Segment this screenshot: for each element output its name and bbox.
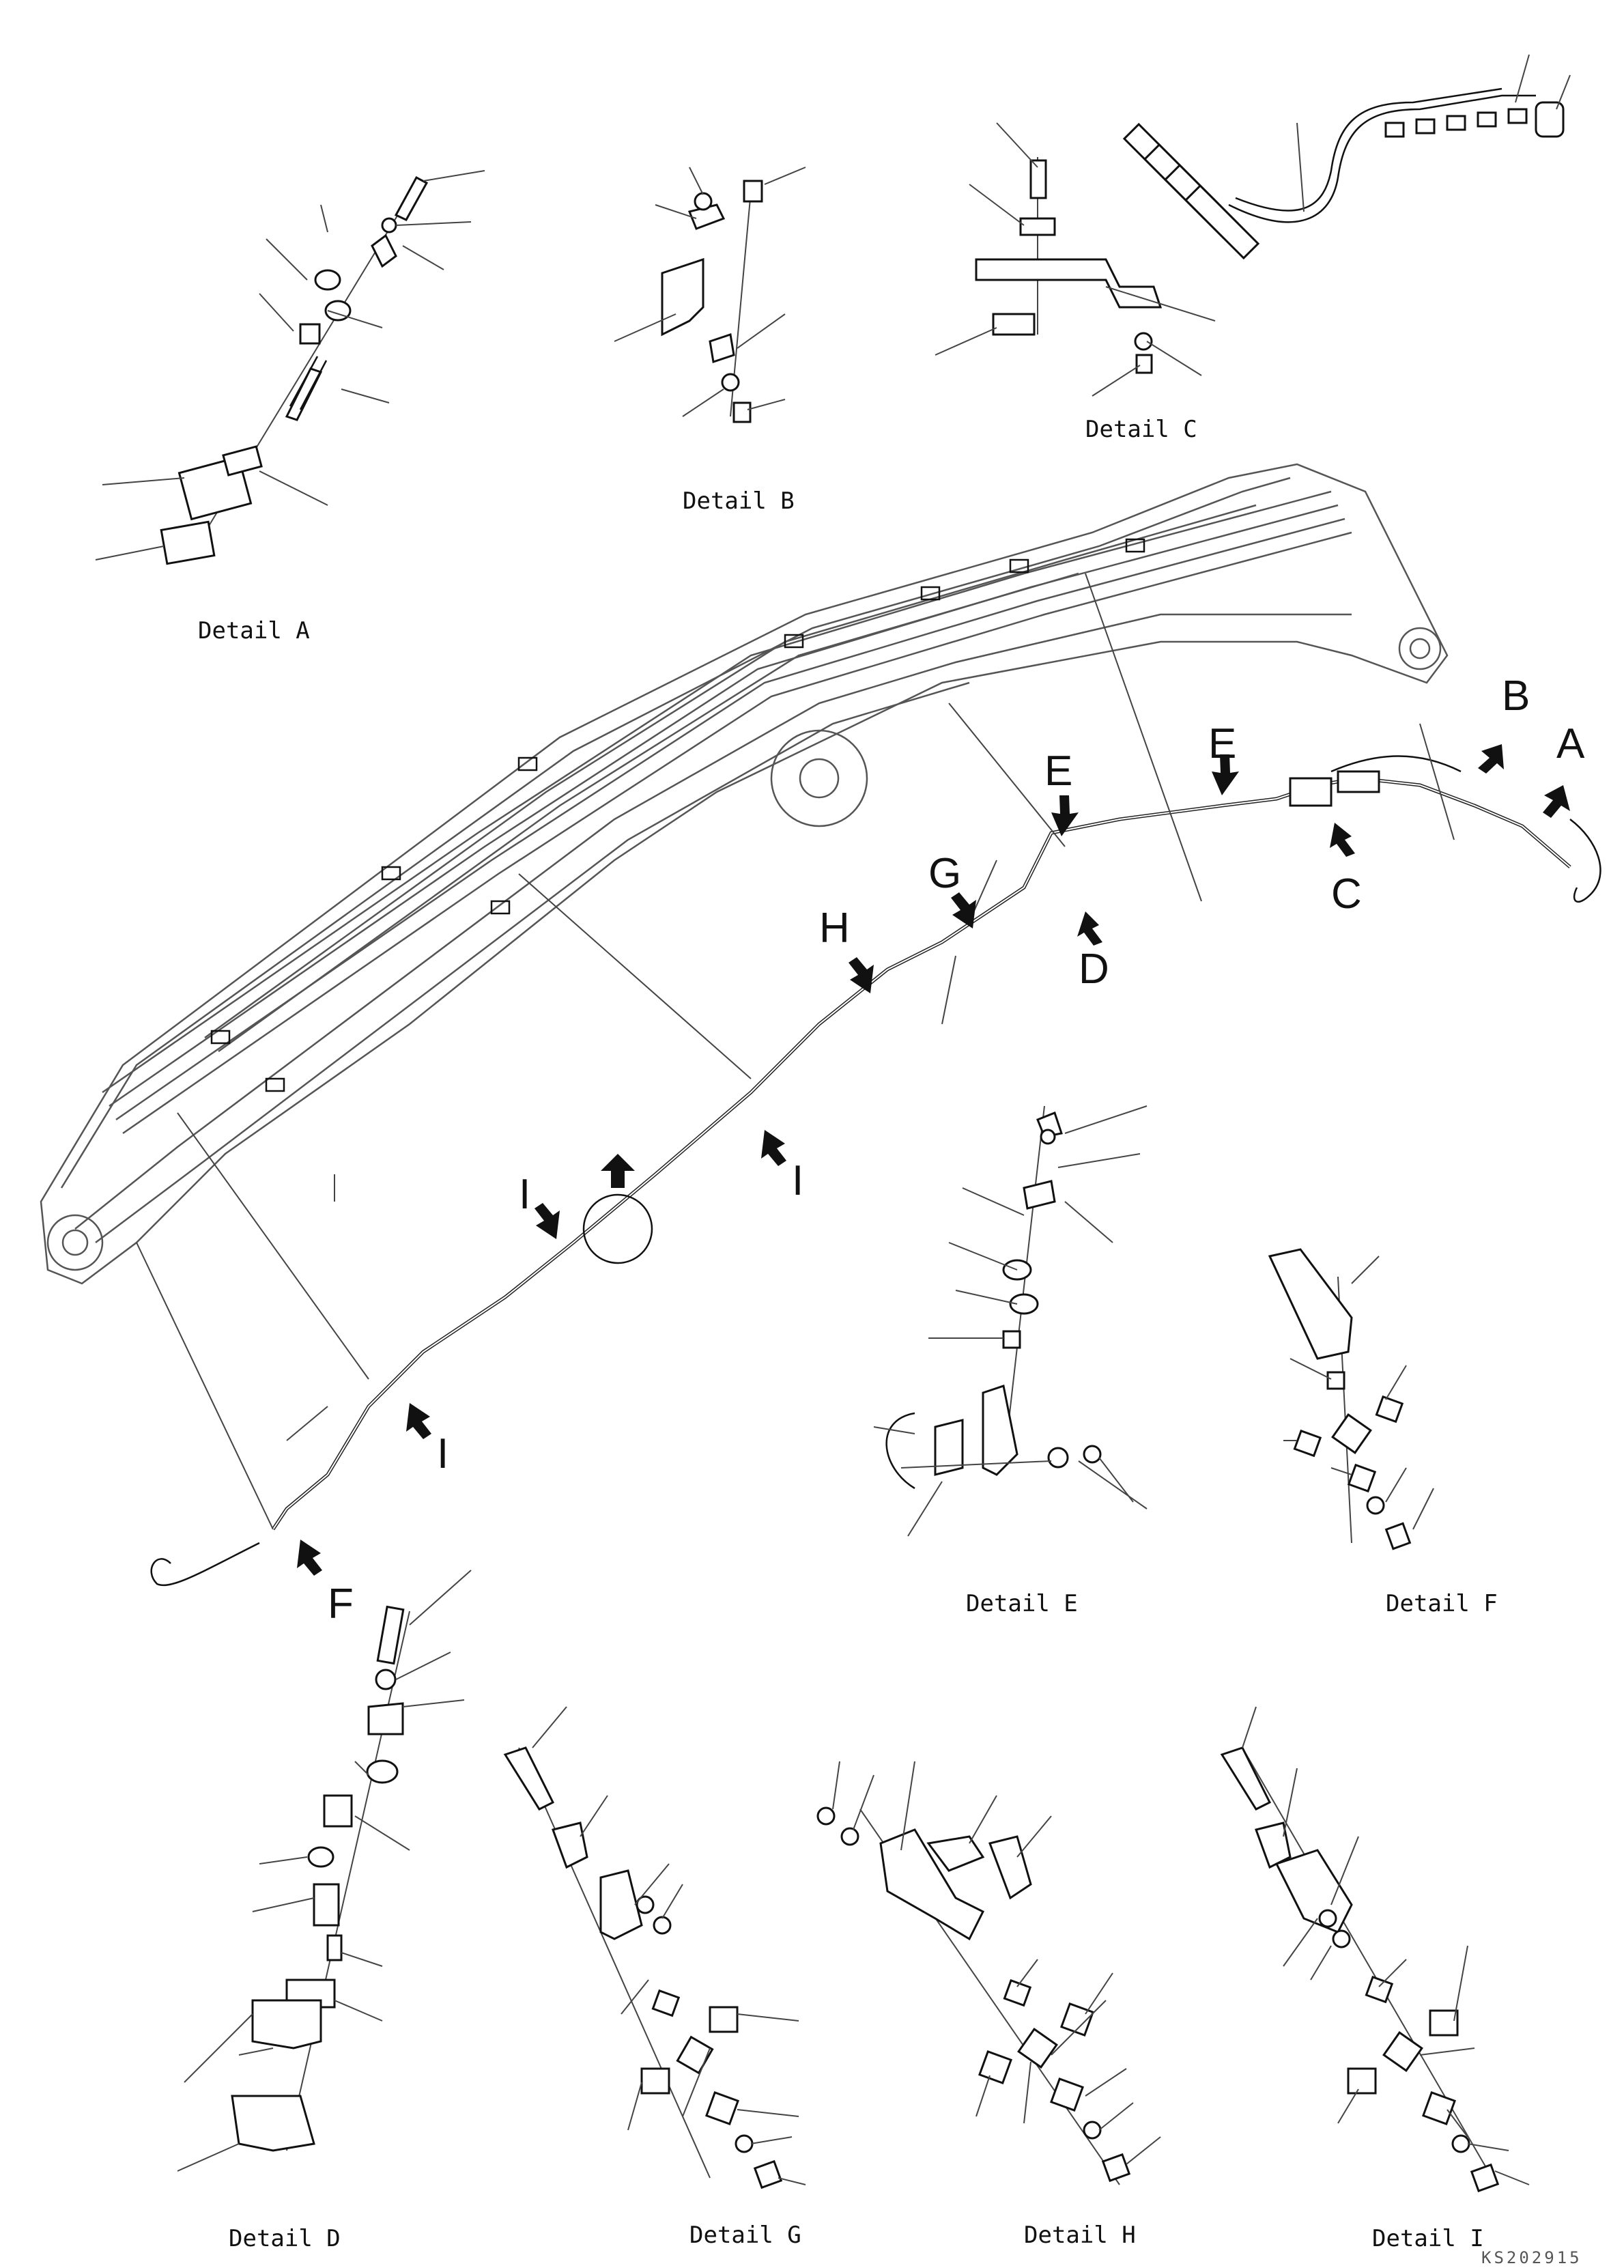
detail-b-label: Detail B [683, 487, 795, 515]
callout-f: F [328, 1580, 354, 1628]
detail-g: Detail G [503, 1706, 806, 2249]
arrow-i3 [406, 1403, 431, 1439]
detail-b: Detail B [614, 167, 806, 515]
detail-h-label: Detail H [1024, 2222, 1136, 2249]
arrow-i-top [601, 1154, 635, 1188]
arrow-b [1478, 744, 1504, 774]
arrow-e1 [1051, 795, 1079, 836]
callout-b: B [1502, 672, 1530, 720]
arrow-f [297, 1540, 322, 1576]
arrow-g [951, 892, 976, 929]
detail-a: Detail A [95, 170, 485, 644]
detail-d-label: Detail D [229, 2225, 341, 2252]
callout-e1: E [1044, 748, 1072, 795]
callout-h: H [819, 905, 850, 952]
callout-g: G [928, 850, 961, 897]
callout-letters: A B C D E E F G H I I I [328, 672, 1585, 1628]
callout-i1: I [792, 1157, 803, 1204]
callout-e2: E [1208, 720, 1236, 767]
detail-i-label: Detail I [1372, 2225, 1484, 2252]
callout-d: D [1079, 946, 1109, 993]
callout-c: C [1331, 870, 1362, 918]
detail-h: Detail H [816, 1761, 1161, 2249]
detail-g-label: Detail G [689, 2222, 801, 2249]
valve-manifold [1122, 122, 1260, 260]
callout-arrows [297, 744, 1570, 1576]
callout-i2: I [519, 1171, 530, 1218]
detail-a-label: Detail A [198, 617, 310, 644]
detail-i: Detail I [1220, 1706, 1530, 2252]
arrow-c [1330, 823, 1355, 857]
leader-lines [136, 573, 1455, 1530]
detail-e: Detail E [873, 1105, 1148, 1617]
detail-e-label: Detail E [966, 1590, 1078, 1617]
arrow-e2 [1212, 754, 1239, 795]
detail-f-label: Detail F [1386, 1590, 1498, 1617]
arrow-i1 [761, 1130, 786, 1166]
detail-c-label: Detail C [1085, 416, 1197, 443]
arrow-i2 [535, 1203, 560, 1239]
arrow-d [1077, 911, 1102, 946]
detail-c: Detail C [935, 54, 1571, 443]
boom-assembly [40, 463, 1449, 1285]
drawing-code: KS202915 [1481, 2248, 1582, 2267]
arrow-h [849, 957, 874, 993]
hose-routing [150, 755, 1601, 1587]
arrow-a [1543, 785, 1570, 818]
callout-a: A [1556, 720, 1585, 767]
callout-i3: I [437, 1430, 448, 1477]
detail-d: Detail D [177, 1570, 472, 2252]
detail-f: Detail F [1268, 1248, 1498, 1617]
